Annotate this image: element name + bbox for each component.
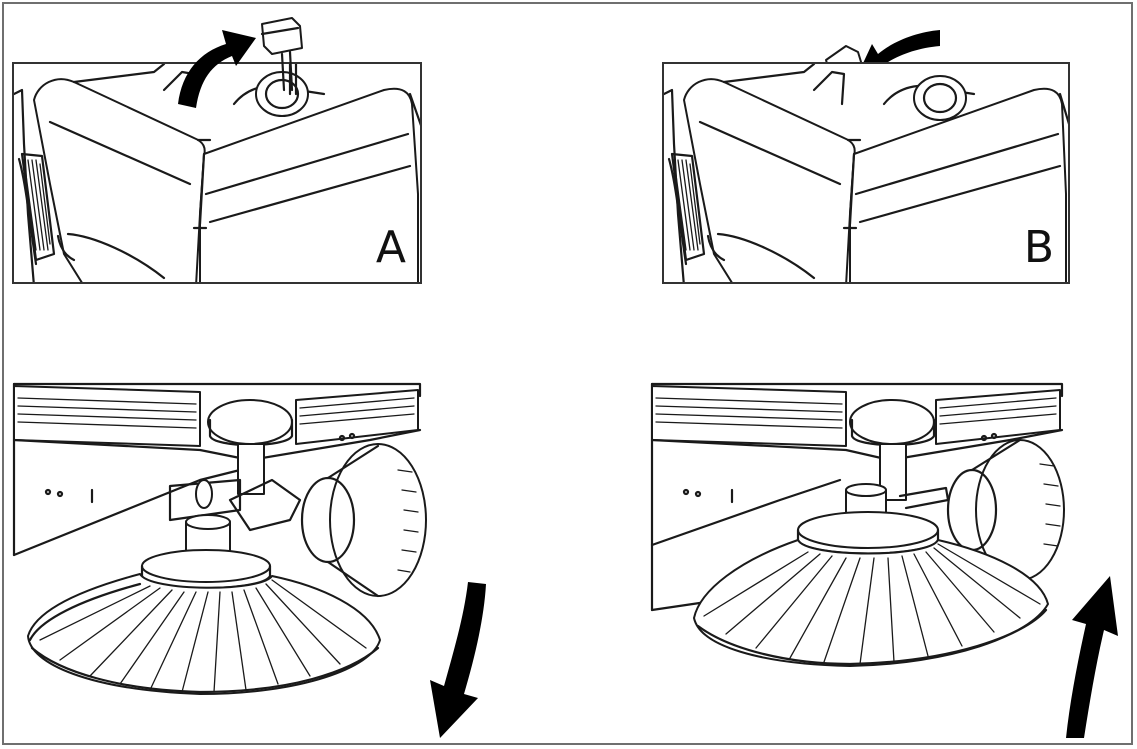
brush-bristles — [693, 539, 1049, 667]
arrow-down-icon — [430, 582, 486, 738]
wheel — [300, 443, 427, 598]
panel-label-b: B — [1023, 222, 1054, 273]
wheel — [946, 438, 1065, 582]
panel-label-a: A — [375, 222, 406, 273]
panel-b-lever-lowered: B — [662, 62, 1070, 284]
vent-grille — [670, 152, 706, 262]
machine-hood-drawing-a — [14, 64, 420, 282]
machine-hood-drawing-b — [664, 64, 1068, 282]
brush-bristles — [27, 573, 381, 695]
arrow-up-icon — [1066, 576, 1118, 738]
vent-grille — [20, 152, 56, 262]
